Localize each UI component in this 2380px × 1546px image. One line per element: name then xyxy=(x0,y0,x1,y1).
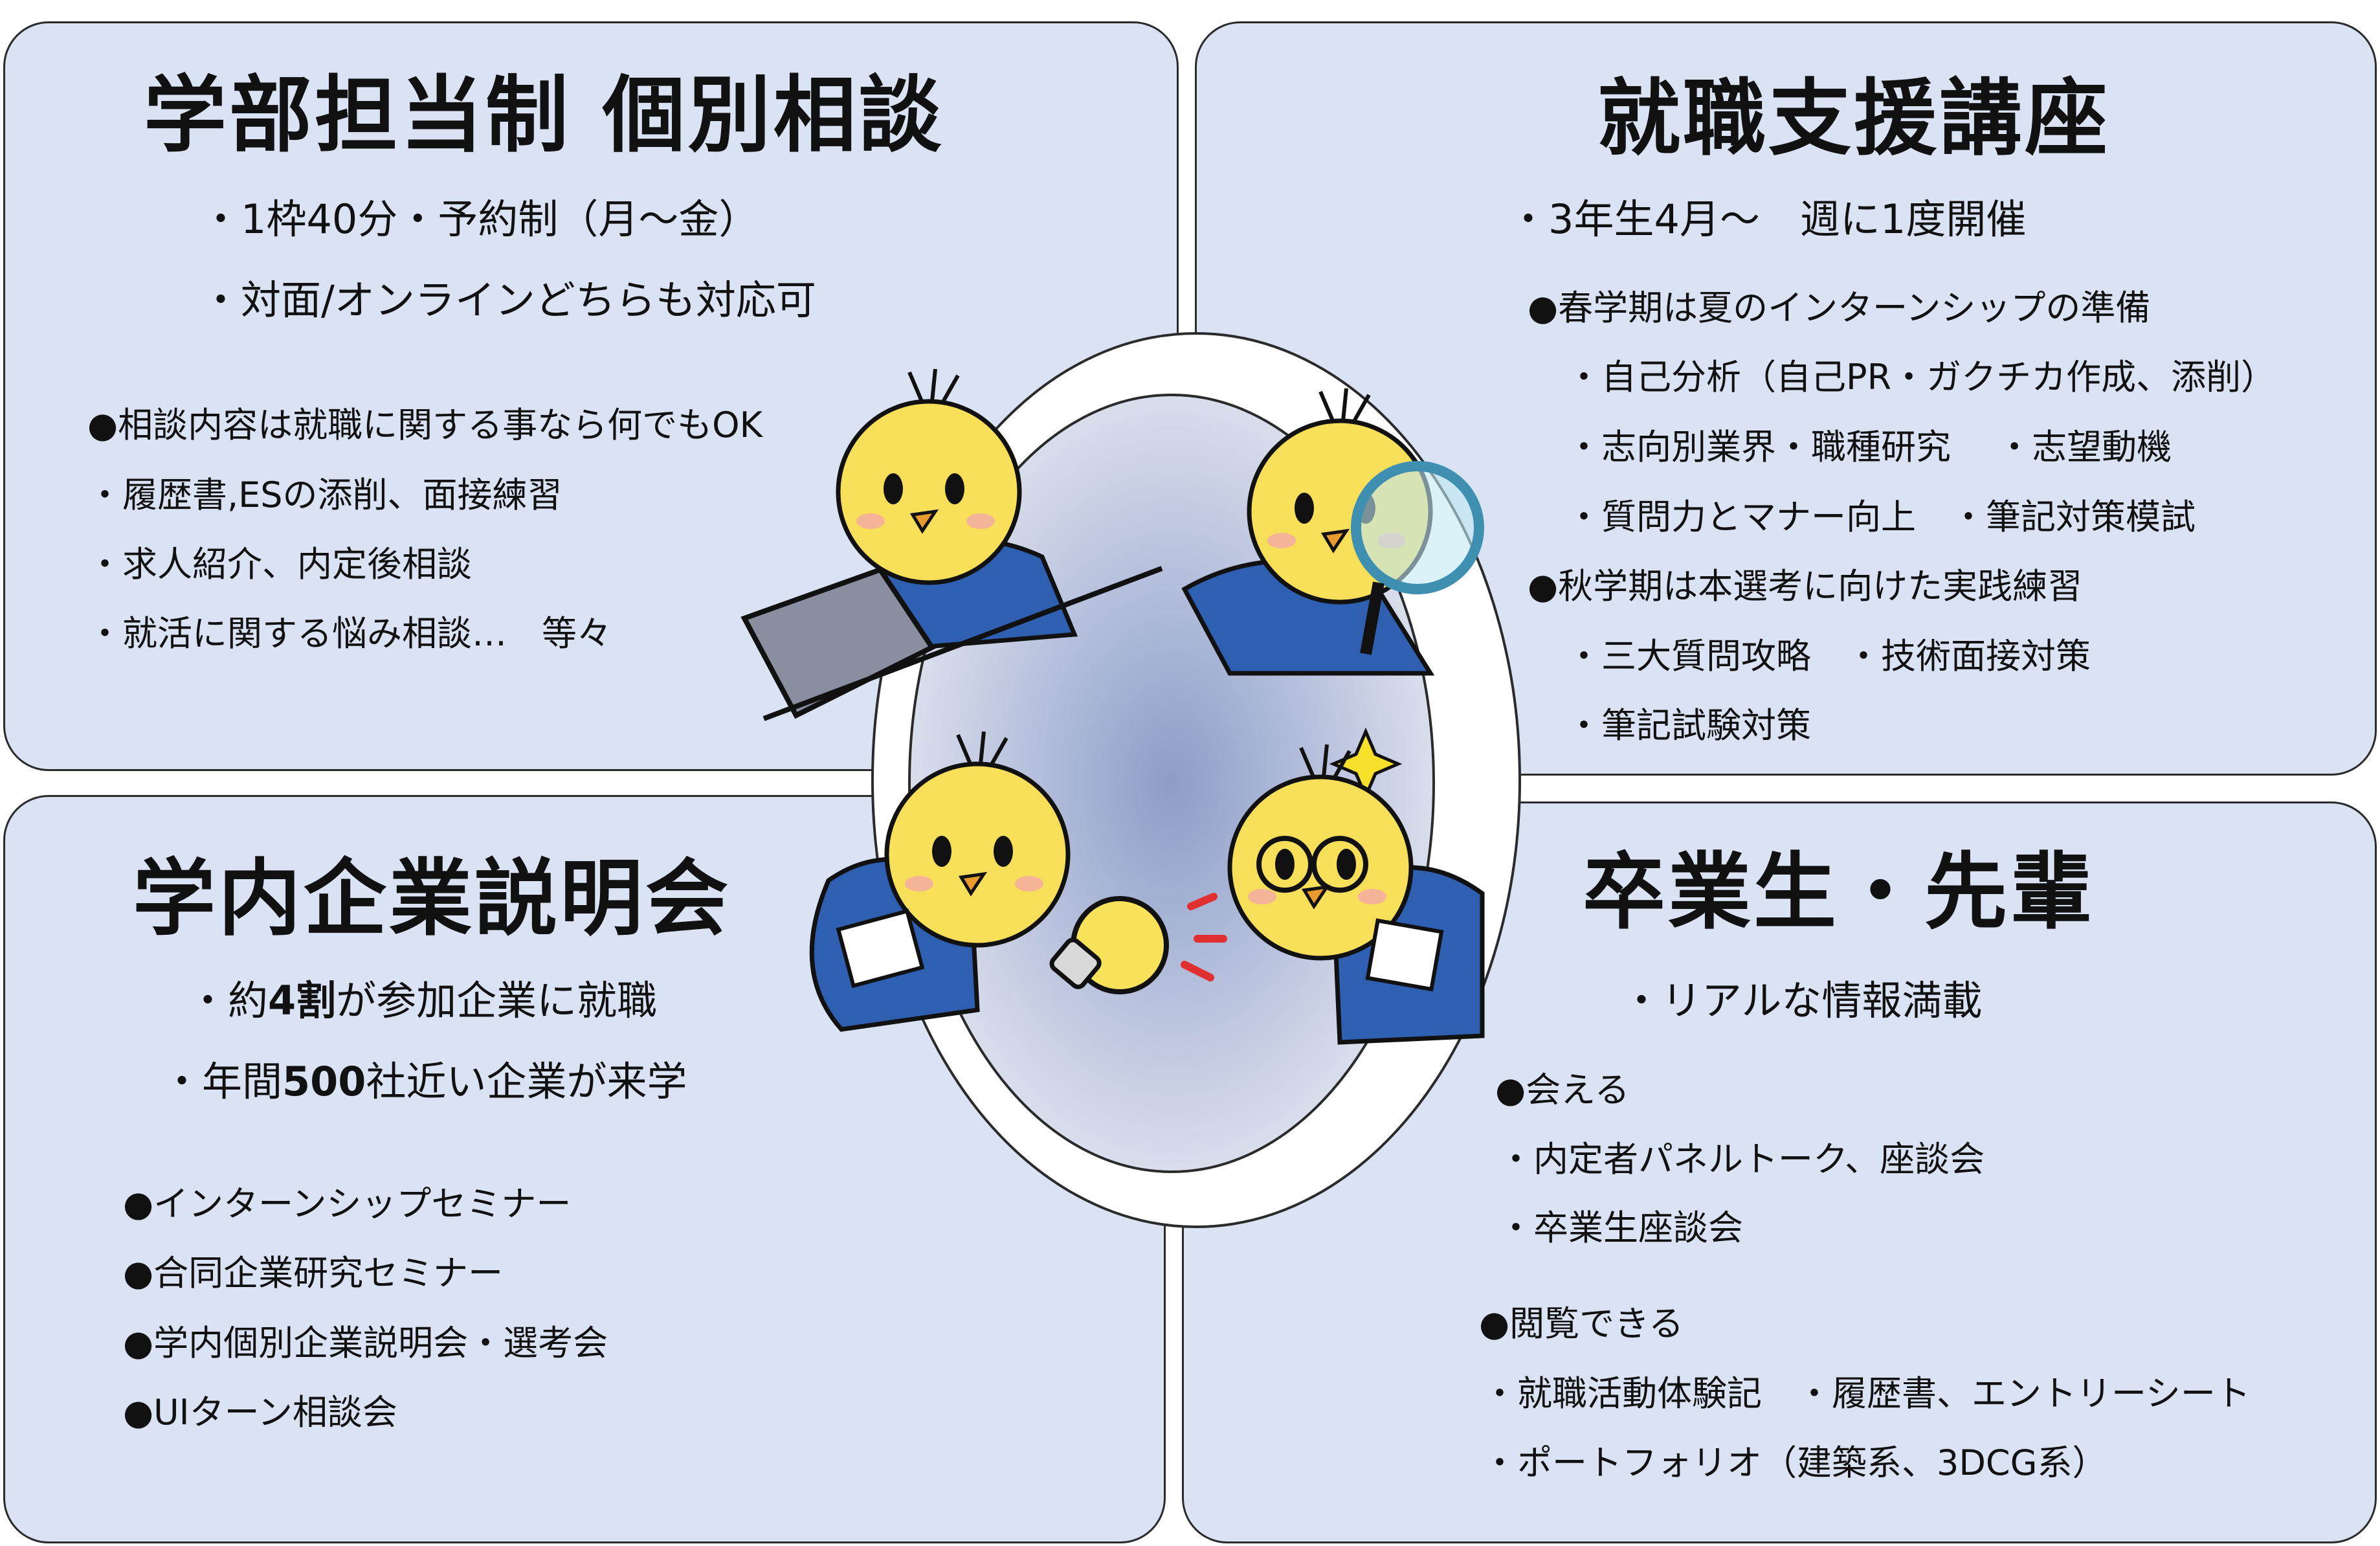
panel-line: ・対面/オンラインどちらも対応可 xyxy=(201,276,816,324)
panel-line: ・内定者パネルトーク、座談会 xyxy=(1498,1139,1985,1180)
panel-line: ●閲覧できる xyxy=(1479,1303,1684,1344)
panel-title: 学部担当制 個別相談 xyxy=(144,67,944,164)
panel-line: ・履歴書,ESの添削、面接練習 xyxy=(87,475,562,515)
panel-title: 就職支援講座 xyxy=(1597,71,2111,167)
panel-line: ●合同企業研究セミナー xyxy=(123,1253,504,1294)
panel-line: ・リアルな情報満載 xyxy=(1621,977,1983,1024)
panel-line: ・ポートフォリオ（建築系、3DCG系） xyxy=(1482,1442,2108,1483)
panel-line: ・質問力とマナー向上 ・筆記対策模試 xyxy=(1566,497,2196,537)
panel-line: ・求人紹介、内定後相談 xyxy=(87,544,472,585)
panel-line: ・就職活動体験記 ・履歴書、エントリーシート xyxy=(1482,1373,2251,1414)
panel-line: ●学内個別企業説明会・選考会 xyxy=(123,1323,608,1363)
panel-line: ・年間500社近い企業が来学 xyxy=(162,1058,687,1105)
panel-line: ●相談内容は就職に関する事なら何でもOK xyxy=(87,405,763,445)
panel-line: ●春学期は夏のインターンシップの準備 xyxy=(1528,287,2151,328)
panel-line: ●インターンシップセミナー xyxy=(123,1183,572,1224)
panel-line: ・約4割が参加企業に就職 xyxy=(188,977,658,1024)
panel-title: 卒業生・先輩 xyxy=(1583,844,2096,941)
panel-line: ●秋学期は本選考に向けた実践練習 xyxy=(1528,566,2083,607)
panel-line: ・卒業生座談会 xyxy=(1498,1207,1743,1248)
panel-title: 学内企業説明会 xyxy=(133,851,731,947)
panel-line: ・1枠40分・予約制（月～金） xyxy=(201,196,759,243)
panel-line: ・就活に関する悩み相談… 等々 xyxy=(87,613,612,654)
panel-line: ・自己分析（自己PR・ガクチカ作成、添削） xyxy=(1566,357,2276,398)
panel-line: ・3年生4月～ 週に1度開催 xyxy=(1508,196,2027,243)
panel-line: ●会える xyxy=(1495,1070,1630,1110)
panel-line: ・三大質問攻略 ・技術面接対策 xyxy=(1566,636,2091,677)
panel-line: ・志向別業界・職種研究 ・志望動機 xyxy=(1566,427,2172,467)
panel-line: ●UIターン相談会 xyxy=(123,1392,397,1433)
panel-line: ・筆記試験対策 xyxy=(1566,705,1811,746)
